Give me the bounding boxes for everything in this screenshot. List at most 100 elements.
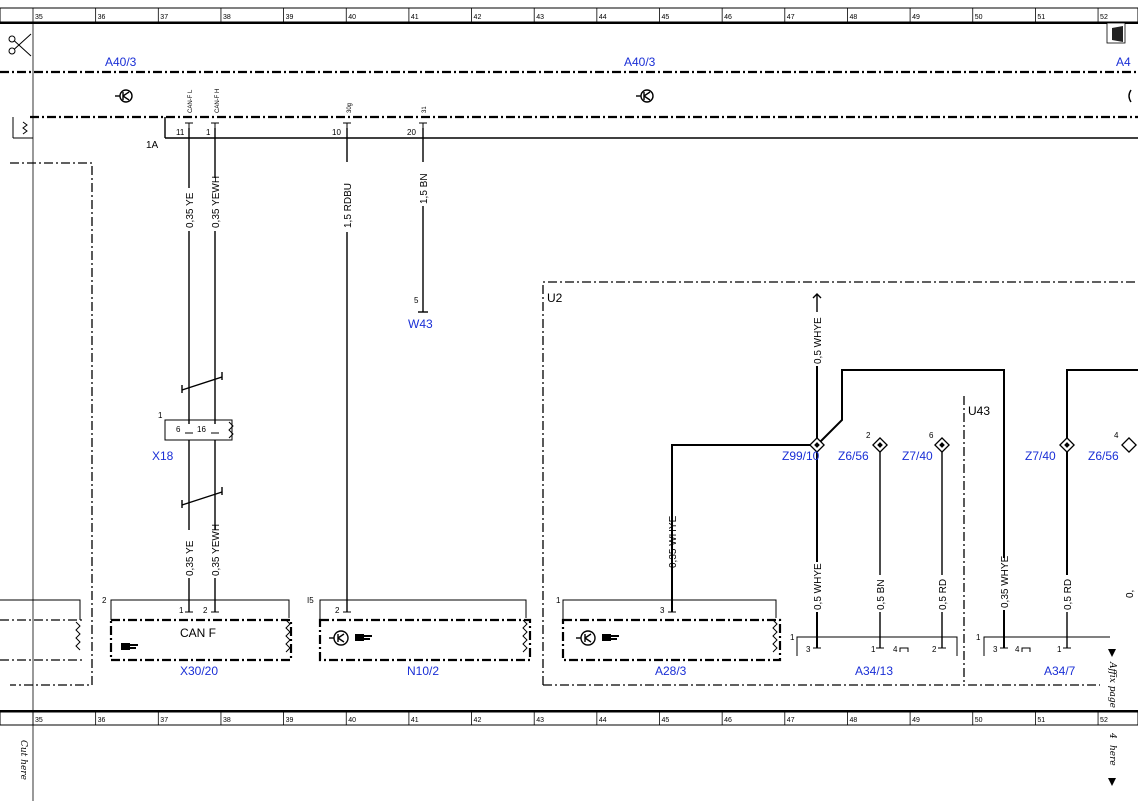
scissors-icon: [8, 33, 32, 57]
wire-label-can-h-top: 0,35 YEWH: [211, 176, 222, 228]
bottom-ruler-number: 47: [787, 717, 795, 724]
pointing-hand-icon: [121, 643, 138, 650]
z656b-pin: 4: [1114, 431, 1119, 440]
wire-label-whye-z99-top: 0,5 WHYE: [813, 317, 824, 364]
bus-pin-num: 1: [206, 128, 211, 137]
z656-label: Z6/56: [838, 449, 869, 463]
n10-2-component: I5 2 N10/2: [307, 596, 532, 678]
wire-label-whye-u43: 0,35 WHYE: [1000, 555, 1011, 608]
bus-pin-signal: 31: [422, 106, 428, 113]
can-wires: 0,35 YE 0,35 YEWH 1 6 16 X18 0,35 YE 0,3…: [152, 128, 234, 612]
a28-3-component: 1 3 A28/3: [556, 596, 782, 678]
affix-page-text: Affix page: [1107, 661, 1117, 708]
top-ruler-number: 37: [160, 14, 168, 21]
bus-label-1: A40/3: [105, 55, 137, 69]
bottom-ruler-number: 49: [912, 717, 920, 724]
top-ruler-number: 42: [474, 14, 482, 21]
bottom-ruler-number: 46: [724, 717, 732, 724]
bus-pin-signal: 30g: [347, 103, 353, 113]
bottom-ruler-number: 48: [849, 717, 857, 724]
x18-pin-corner: 1: [158, 411, 163, 420]
top-ruler-number: 44: [599, 14, 607, 21]
n102-pin-corner: I5: [307, 596, 314, 605]
affix-arrow-bottom-icon: [1108, 778, 1116, 786]
n102-label: N10/2: [407, 664, 439, 678]
pointing-hand-icon: [602, 634, 619, 641]
x18-label: X18: [152, 449, 174, 463]
wire-label-can-l-top: 0,35 YE: [185, 192, 196, 228]
wire-label-rd-u43: 0,5 RD: [1063, 579, 1074, 610]
wire-label-rdbu: 1,5 RDBU: [343, 183, 354, 228]
whye-wires: 0,35 WHYE 0,5 WHYE 0,5 WHYE 0,35 WHYE Z9…: [668, 293, 1011, 648]
top-ruler-number: 35: [35, 14, 43, 21]
x3020-label: X30/20: [180, 664, 218, 678]
top-ruler-number: 52: [1100, 14, 1108, 21]
cut-here-text: Cut here: [18, 740, 28, 780]
bottom-ruler-number: 44: [599, 717, 607, 724]
wire-label-can-h-bot: 0,35 YEWH: [211, 524, 222, 576]
z9910-label: Z99/10: [782, 449, 820, 463]
bottom-ruler-number: 50: [975, 717, 983, 724]
wire-label-bn-z656: 0,5 BN: [876, 579, 887, 610]
x3020-pin-corner: 2: [102, 596, 107, 605]
bottom-ruler-number: 35: [35, 717, 43, 724]
bottom-ruler-number: 51: [1037, 717, 1045, 724]
pointing-hand-icon: [355, 634, 372, 641]
top-ruler-number: 51: [1037, 14, 1045, 21]
w43-pin: 5: [414, 296, 419, 305]
x30-20-component: 2 1 2 CAN F X30/20: [0, 596, 293, 678]
bus-connector-label: 1A: [146, 140, 159, 151]
control-unit-icon: [576, 630, 596, 646]
top-ruler-number: 41: [411, 14, 419, 21]
a34-13-component: 1 3 1 4 2 A34/13: [790, 633, 958, 678]
splice-z6-56: 2 Z6/56 0,5 BN: [838, 431, 888, 648]
a3413-pin-corner: 1: [790, 633, 795, 642]
bottom-ruler-number: 43: [536, 717, 544, 724]
top-ruler-number: 46: [724, 14, 732, 21]
left-enclosure: [10, 162, 93, 686]
page-corner-icon: [1106, 22, 1126, 44]
bottom-ruler-number: 36: [98, 717, 106, 724]
a347-pin-corner: 1: [976, 633, 981, 642]
a347-pin: 4: [1015, 645, 1020, 654]
bus-label-2: A40/3: [624, 55, 656, 69]
top-ruler-number: 48: [849, 14, 857, 21]
top-ruler-number: 47: [787, 14, 795, 21]
u2-enclosure: U2: [542, 281, 1138, 686]
top-ruler-number: 43: [536, 14, 544, 21]
bottom-ruler-number: 45: [662, 717, 670, 724]
a3413-pin: 4: [893, 645, 898, 654]
bus-label-3: A4: [1116, 55, 1131, 69]
a3413-pin: 2: [932, 645, 937, 654]
a3413-pin: 1: [871, 645, 876, 654]
w43-label: W43: [408, 317, 433, 331]
top-ruler-number: 36: [98, 14, 106, 21]
x18-pin: 16: [197, 425, 206, 434]
z740b-label: Z7/40: [1025, 449, 1056, 463]
affix-page-number: 4: [1107, 732, 1117, 739]
x18-connector: [164, 419, 233, 441]
affix-arrow-top-icon: [1108, 649, 1116, 657]
a283-label: A28/3: [655, 664, 687, 678]
x3020-text: CAN F: [180, 626, 216, 640]
top-ruler-number: 40: [348, 14, 356, 21]
a34-7-component: 1 3 4 1 A34/7: [976, 633, 1110, 678]
z656-pin: 2: [866, 431, 871, 440]
component-symbol-icon: [1128, 89, 1132, 103]
bottom-ruler-number: 52: [1100, 717, 1108, 724]
bottom-ruler-number: 42: [474, 717, 482, 724]
bus-pin-num: 20: [407, 128, 416, 137]
u2-label: U2: [547, 291, 563, 305]
bottom-ruler-number: 39: [286, 717, 294, 724]
a3413-label: A34/13: [855, 664, 893, 678]
wire-label-rd-z740: 0,5 RD: [938, 579, 949, 610]
n102-pin: 2: [335, 606, 340, 615]
bottom-ruler-number: 41: [411, 717, 419, 724]
z656b-label: Z6/56: [1088, 449, 1119, 463]
splice-z7-40: 6 Z7/40 0,5 RD: [902, 431, 950, 648]
a347-pin: 1: [1057, 645, 1062, 654]
x18-pin: 6: [176, 425, 181, 434]
bottom-ruler-number: 37: [160, 717, 168, 724]
